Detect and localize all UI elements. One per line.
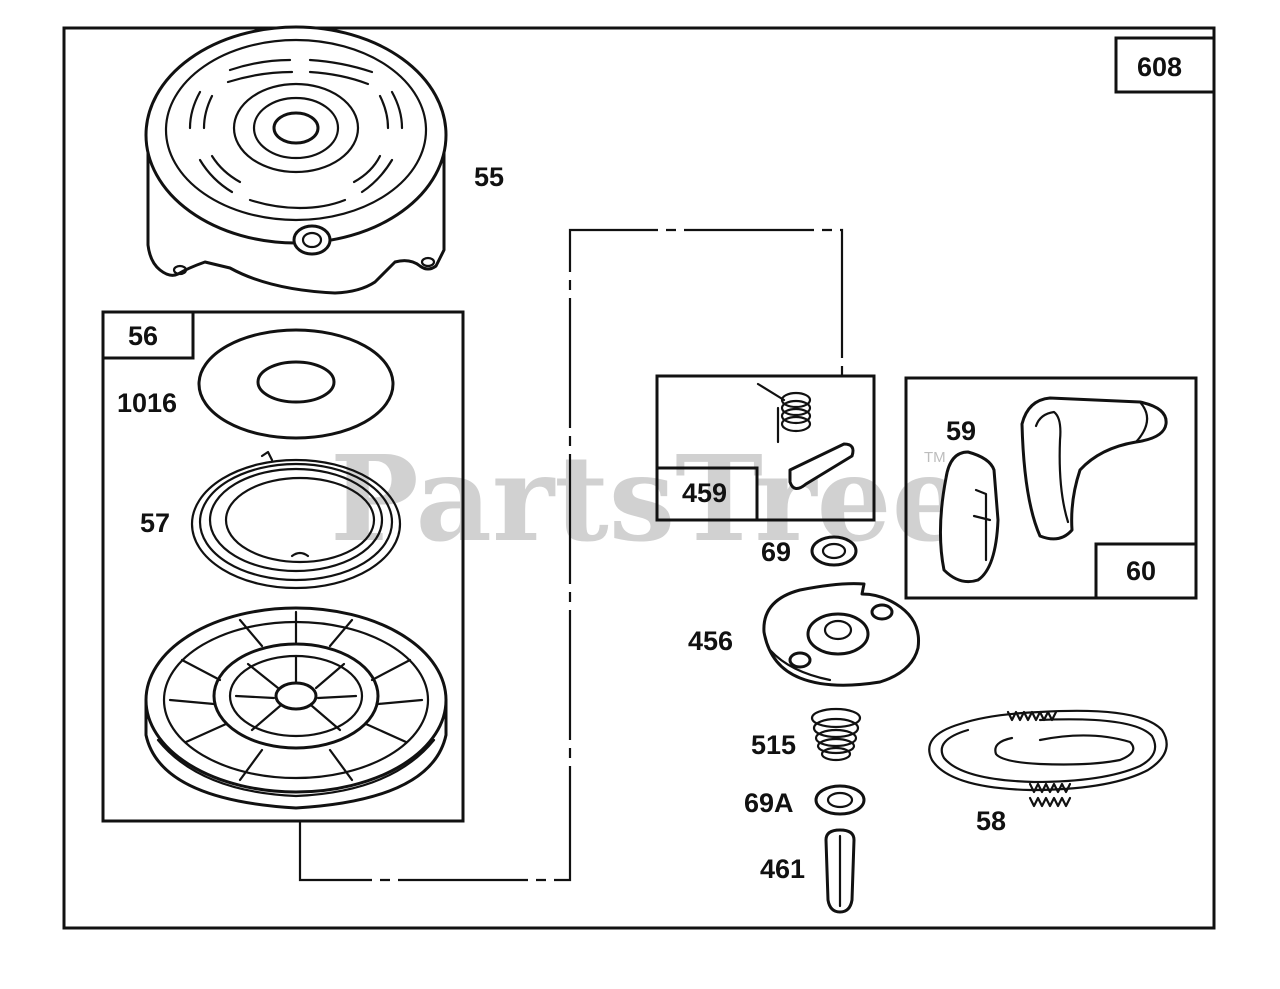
callout-59: 59 bbox=[946, 416, 976, 446]
callout-69a: 69A bbox=[744, 788, 794, 818]
callout-461: 461 bbox=[760, 854, 805, 884]
assembly-label[interactable]: 608 bbox=[1114, 36, 1216, 94]
diagram-frame bbox=[62, 26, 1216, 930]
assembly-number: 608 bbox=[1137, 52, 1182, 82]
callout-69: 69 bbox=[761, 537, 791, 567]
part-handle-insert[interactable]: 59 bbox=[938, 416, 1000, 584]
part-washer-69a[interactable]: 69A bbox=[744, 784, 866, 818]
callout-58: 58 bbox=[976, 806, 1006, 836]
part-housing[interactable]: 55 bbox=[144, 25, 504, 295]
part-rope-58[interactable]: 58 bbox=[928, 709, 1168, 836]
part-pin-461[interactable]: 461 bbox=[760, 828, 856, 914]
group-60-frame bbox=[904, 376, 1198, 600]
part-handle-grip[interactable] bbox=[1020, 396, 1168, 541]
part-washer-1016[interactable]: 1016 bbox=[117, 328, 395, 440]
group-459-frame bbox=[655, 374, 876, 522]
callout-1016: 1016 bbox=[117, 388, 177, 418]
part-pulley[interactable] bbox=[144, 606, 448, 810]
callout-456: 456 bbox=[688, 626, 733, 656]
group-60-label-box bbox=[1094, 542, 1198, 600]
watermark-text: PartsTree bbox=[330, 429, 967, 568]
part-spring-57[interactable]: 57 bbox=[140, 450, 402, 590]
group-56-label-box bbox=[101, 310, 195, 360]
group-pulley-assembly[interactable]: 56 1016 57 bbox=[101, 310, 465, 823]
part-pawl[interactable] bbox=[788, 442, 855, 490]
part-washer-69[interactable]: 69 bbox=[761, 535, 858, 567]
watermark-trademark: TM bbox=[924, 449, 946, 466]
group-459-label: 459 bbox=[682, 478, 727, 508]
part-pawl-spring[interactable] bbox=[756, 382, 812, 444]
group-pawl-kit[interactable]: 459 bbox=[655, 374, 876, 522]
group-60-label: 60 bbox=[1126, 556, 1156, 586]
callout-515: 515 bbox=[751, 730, 796, 760]
assembly-label-box bbox=[1114, 36, 1216, 94]
assembly-connector-line bbox=[298, 228, 844, 882]
group-56-label: 56 bbox=[128, 321, 158, 351]
callout-55: 55 bbox=[474, 162, 504, 192]
watermark: PartsTree TM bbox=[330, 429, 967, 568]
part-cam-456[interactable]: 456 bbox=[688, 582, 921, 687]
group-handle-assembly[interactable]: 60 59 bbox=[904, 376, 1198, 600]
part-spring-515[interactable]: 515 bbox=[751, 707, 862, 762]
group-459-label-box bbox=[655, 466, 759, 522]
callout-57: 57 bbox=[140, 508, 170, 538]
group-56-frame bbox=[101, 310, 465, 823]
